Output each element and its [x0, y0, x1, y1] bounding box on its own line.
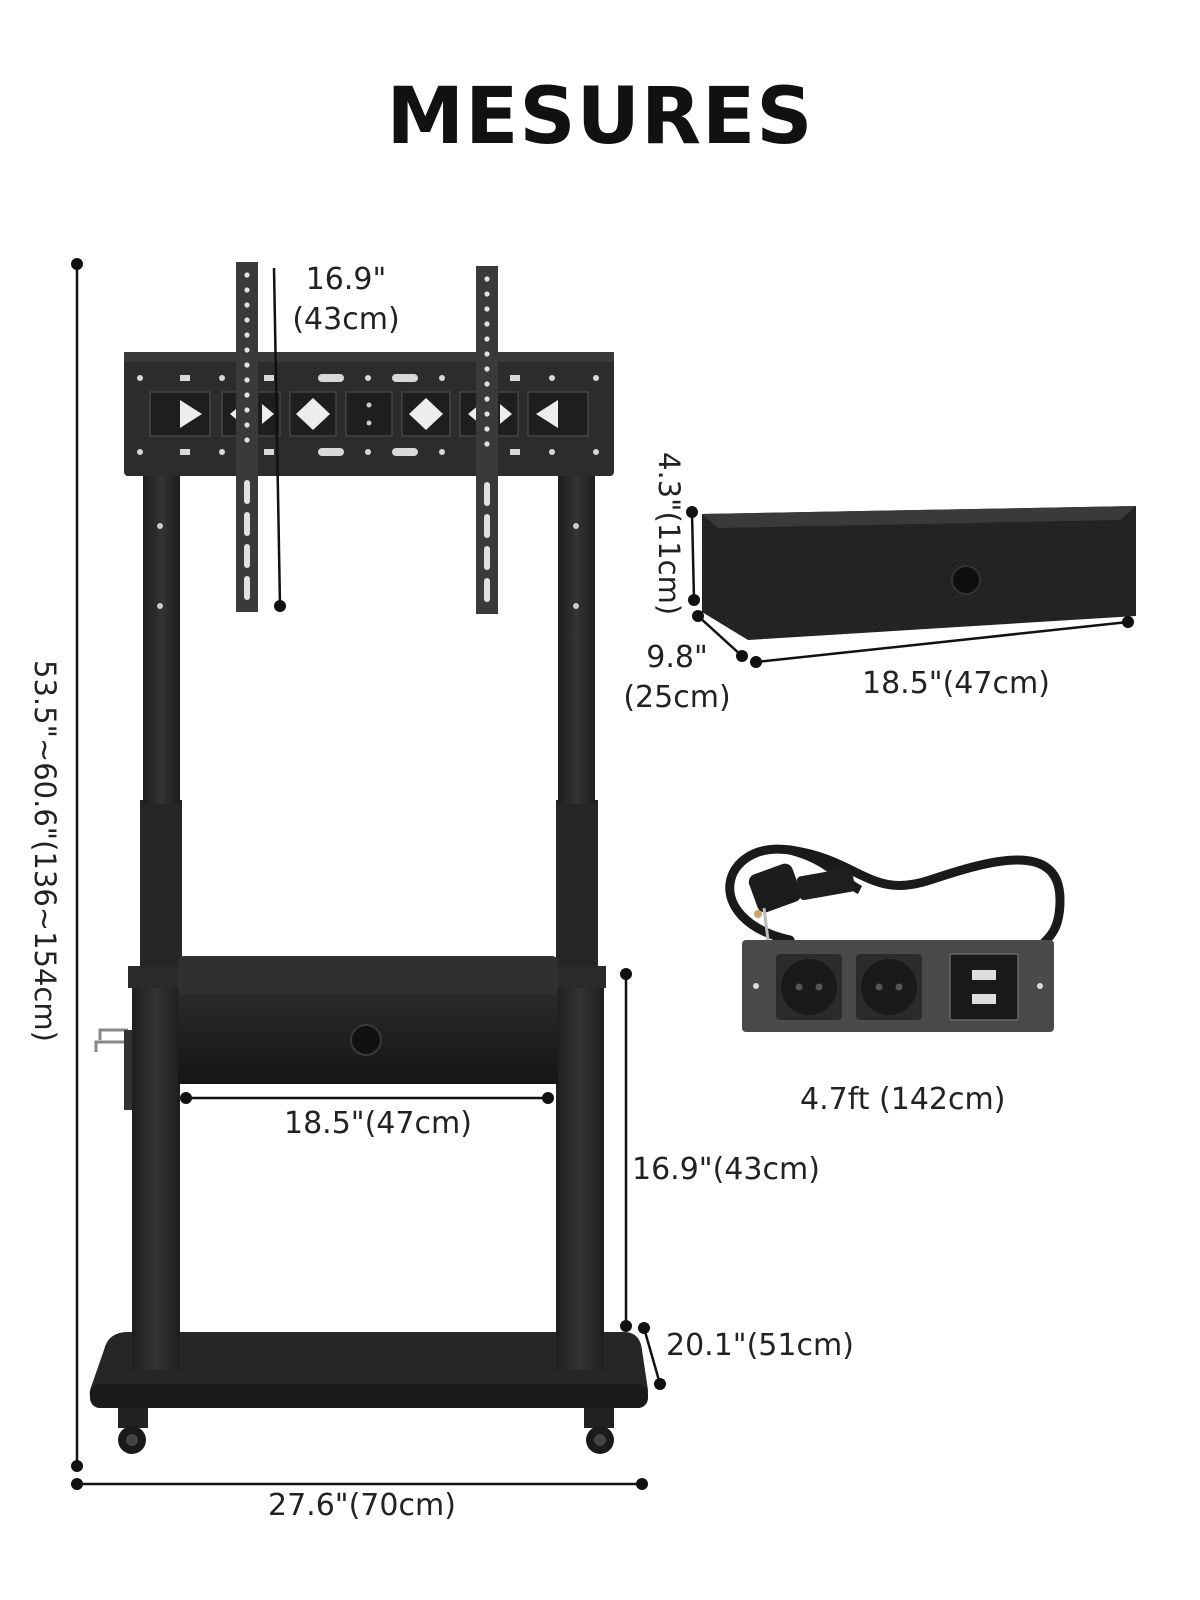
- drawer-height-label: 4.3"(11cm): [652, 452, 686, 616]
- drawer-knob: [951, 565, 981, 595]
- vesa-arm-left: [236, 262, 258, 612]
- vesa-width-label-line2: (43cm): [292, 302, 400, 337]
- cable-length-label: 4.7ft (142cm): [800, 1082, 1006, 1117]
- stand-drawer-width-label: 18.5"(47cm): [284, 1106, 472, 1141]
- vesa-width-label-line1: 16.9": [305, 262, 387, 297]
- height-range-label: 53.5"~60.6"(136~154cm): [28, 660, 62, 1042]
- caster-left: [118, 1408, 148, 1454]
- base-width-label: 27.6"(70cm): [268, 1488, 456, 1523]
- dimension-lines: [71, 258, 666, 1490]
- upper-pole-left: [143, 474, 180, 804]
- power-strip: [725, 844, 1065, 1032]
- stand-drawer-knob: [350, 1024, 382, 1056]
- tv-stand: [89, 262, 648, 1454]
- stand-drawer-top: [178, 956, 558, 996]
- drawer-width-label: 18.5"(47cm): [862, 666, 1050, 701]
- plug-icon: [748, 863, 802, 913]
- drawer-depth-label-line2: (25cm): [623, 680, 731, 715]
- socket-icon: [861, 959, 917, 1015]
- page-title: MESURES: [386, 72, 814, 162]
- lower-pole-left: [132, 970, 180, 1370]
- vesa-arm-right: [476, 266, 498, 614]
- caster-right: [584, 1408, 614, 1454]
- lower-pole-right: [556, 970, 604, 1370]
- drawer-depth-label-line1: 9.8": [646, 640, 708, 675]
- upper-pole-right: [558, 474, 595, 804]
- usb-icon: [949, 953, 1019, 1021]
- shelf-height-label: 16.9"(43cm): [632, 1152, 820, 1187]
- drawer-detail: [686, 506, 1136, 668]
- base-depth-label: 20.1"(51cm): [666, 1328, 854, 1363]
- socket-icon: [781, 959, 837, 1015]
